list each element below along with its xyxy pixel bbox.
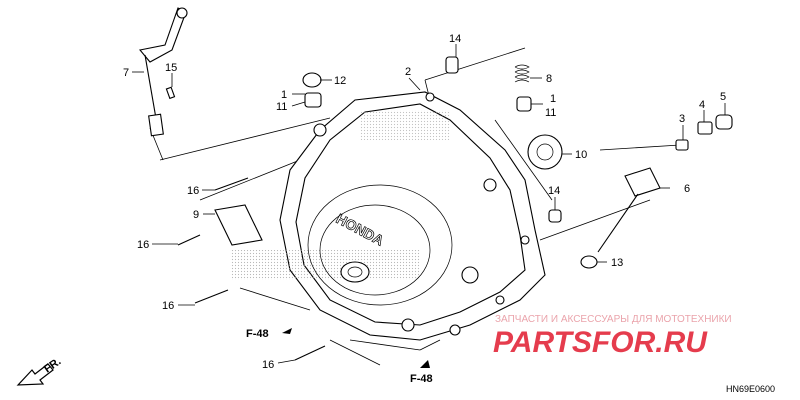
washer-12 bbox=[302, 72, 322, 88]
callout-16: 16 bbox=[187, 185, 199, 197]
dowel-14-low bbox=[548, 209, 562, 223]
cover-dome-inner bbox=[319, 204, 431, 296]
spring-8 bbox=[514, 64, 530, 83]
plug-5 bbox=[715, 114, 733, 130]
crankcase-cover: HONDA bbox=[230, 91, 546, 341]
bolt-boss bbox=[520, 235, 530, 245]
callout-15: 15 bbox=[165, 62, 177, 74]
callout-4: 4 bbox=[699, 99, 705, 111]
callout-16: 16 bbox=[137, 239, 149, 251]
bolt-boss bbox=[483, 178, 497, 192]
callout-10: 10 bbox=[575, 149, 587, 161]
callout-12: 12 bbox=[334, 75, 346, 87]
callout-leaders bbox=[132, 44, 726, 364]
part-7-linkage bbox=[138, 7, 188, 137]
reference-f48-left: F-48 bbox=[246, 328, 269, 340]
pin-15 bbox=[165, 86, 176, 100]
callout-13: 13 bbox=[611, 257, 623, 269]
callout-16: 16 bbox=[162, 300, 174, 312]
cover-plug-inner bbox=[347, 266, 363, 278]
watermark: ЗАПЧАСТИ И АКСЕССУАРЫ ДЛЯ МОТОТЕХНИКИ PA… bbox=[493, 314, 732, 359]
watermark-brand: PARTSFOR.RU bbox=[493, 326, 708, 359]
bolt-boss bbox=[425, 92, 435, 102]
callout-16: 16 bbox=[262, 359, 274, 371]
bolt-boss bbox=[461, 266, 479, 284]
dotted-shading-2 bbox=[360, 110, 450, 140]
cap-1 bbox=[304, 92, 322, 108]
bolts-16 bbox=[177, 177, 326, 361]
callout-labels: 1 11 12 14 2 8 1 11 7 15 5 4 3 10 16 6 9… bbox=[123, 33, 726, 371]
dipstick-6-rod bbox=[597, 193, 639, 253]
o-ring-13 bbox=[580, 255, 598, 269]
callout-8: 8 bbox=[546, 73, 552, 85]
bearing-10 bbox=[527, 134, 563, 170]
callout-1: 1 bbox=[550, 93, 556, 105]
callout-1: 1 bbox=[281, 89, 287, 101]
bolt-boss bbox=[401, 318, 415, 332]
callout-14: 14 bbox=[548, 185, 560, 197]
diagram-code: HN69E0600 bbox=[726, 384, 775, 394]
callout-5: 5 bbox=[720, 91, 726, 103]
cap-1b bbox=[516, 96, 532, 112]
callout-11: 11 bbox=[545, 107, 556, 119]
dipstick-6 bbox=[624, 167, 661, 197]
reference-arrow-left bbox=[282, 328, 292, 334]
callout-3: 3 bbox=[679, 113, 685, 125]
reference-arrow-bottom bbox=[420, 360, 430, 368]
leader-lines bbox=[149, 47, 681, 366]
bracket-9 bbox=[214, 204, 263, 246]
watermark-tagline: ЗАПЧАСТИ И АКСЕССУАРЫ ДЛЯ МОТОТЕХНИКИ bbox=[495, 314, 732, 325]
cover-dome bbox=[307, 184, 453, 306]
dotted-shading bbox=[230, 250, 420, 280]
screw-3 bbox=[675, 139, 689, 151]
callout-14: 14 bbox=[449, 33, 461, 45]
callout-2: 2 bbox=[405, 66, 411, 78]
callout-11: 11 bbox=[276, 101, 287, 113]
reference-f48-bottom: F-48 bbox=[410, 373, 433, 385]
bolt-boss bbox=[313, 123, 327, 137]
callout-6: 6 bbox=[684, 183, 690, 195]
spring-4 bbox=[697, 121, 713, 135]
small-parts bbox=[165, 56, 733, 269]
reference-labels: F-48 F-48 bbox=[246, 328, 433, 385]
callout-7: 7 bbox=[123, 67, 129, 79]
callout-9: 9 bbox=[193, 209, 199, 221]
front-arrow-icon bbox=[16, 363, 54, 386]
bolt-boss bbox=[495, 295, 505, 305]
bearing-10-inner bbox=[536, 143, 554, 161]
front-direction-indicator: FR. bbox=[16, 356, 63, 386]
bolt-boss bbox=[449, 324, 461, 336]
cover-plug bbox=[340, 261, 370, 283]
dowel-14-top bbox=[445, 56, 459, 74]
